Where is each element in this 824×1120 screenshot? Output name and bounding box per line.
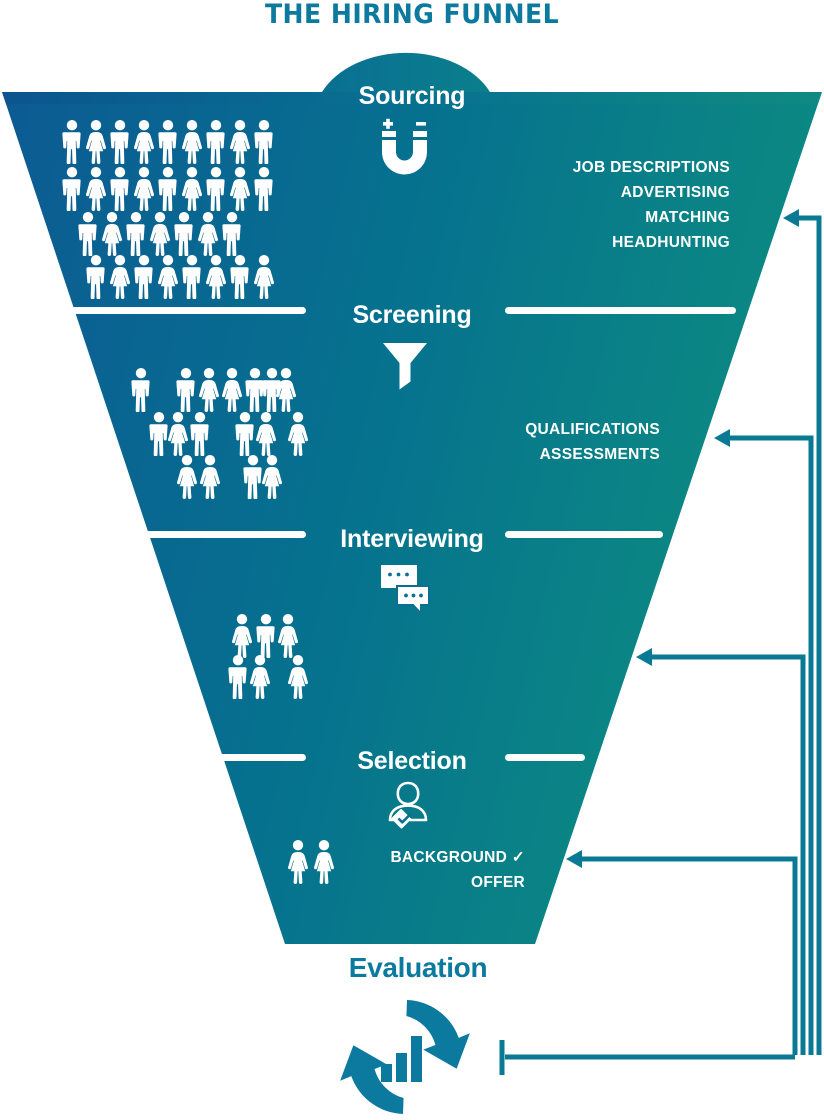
divider-selection-right — [505, 754, 585, 761]
feedback-arrow-screening — [726, 435, 814, 1055]
label-assessments: ASSESSMENTS — [539, 446, 660, 463]
speech-bubbles-icon — [381, 565, 430, 615]
person-check-icon — [388, 781, 428, 829]
feedback-arrow-selection — [578, 856, 798, 1055]
stage-title-sourcing: Sourcing — [358, 82, 466, 110]
divider-screening-right — [505, 307, 736, 314]
bar-1 — [381, 1064, 392, 1082]
feedback-arrowheads — [566, 209, 799, 868]
label-qualifications: QUALIFICATIONS — [525, 421, 660, 438]
selection-labels: BACKGROUND ✓ OFFER — [125, 845, 525, 895]
bar-3 — [411, 1036, 422, 1082]
sourcing-labels: JOB DESCRIPTIONS ADVERTISING MATCHING HE… — [330, 155, 730, 255]
evaluation-title: Evaluation — [348, 952, 488, 983]
label-background: BACKGROUND ✓ — [390, 849, 525, 866]
screening-labels: QUALIFICATIONS ASSESSMENTS — [260, 417, 660, 467]
feedback-arrows — [499, 215, 822, 1075]
divider-interviewing-left — [144, 531, 306, 538]
refresh-chart-icon — [340, 1000, 470, 1114]
label-job-descriptions: JOB DESCRIPTIONS — [572, 159, 730, 176]
funnel-cap — [322, 52, 490, 92]
divider-interviewing-right — [505, 531, 663, 538]
magnet-icon — [382, 118, 427, 175]
bar-2 — [396, 1053, 407, 1082]
label-advertising: ADVERTISING — [620, 184, 730, 201]
label-matching: MATCHING — [645, 209, 730, 226]
stage-title-interviewing: Interviewing — [340, 525, 484, 553]
divider-screening-left — [70, 307, 306, 314]
filter-icon — [383, 343, 427, 390]
label-offer: OFFER — [470, 874, 525, 891]
funnel-top-band — [2, 92, 822, 104]
feedback-arrow-sourcing — [795, 215, 822, 1055]
stage-title-selection: Selection — [357, 747, 467, 775]
page-title: THE HIRING FUNNEL — [264, 0, 560, 30]
divider-selection-left — [218, 754, 306, 761]
feedback-arrow-interviewing — [648, 654, 806, 1055]
funnel-shape — [2, 52, 822, 944]
funnel-body — [2, 92, 822, 944]
stage-title-screening: Screening — [352, 301, 472, 329]
label-headhunting: HEADHUNTING — [612, 234, 730, 251]
stage-dividers — [70, 307, 736, 761]
